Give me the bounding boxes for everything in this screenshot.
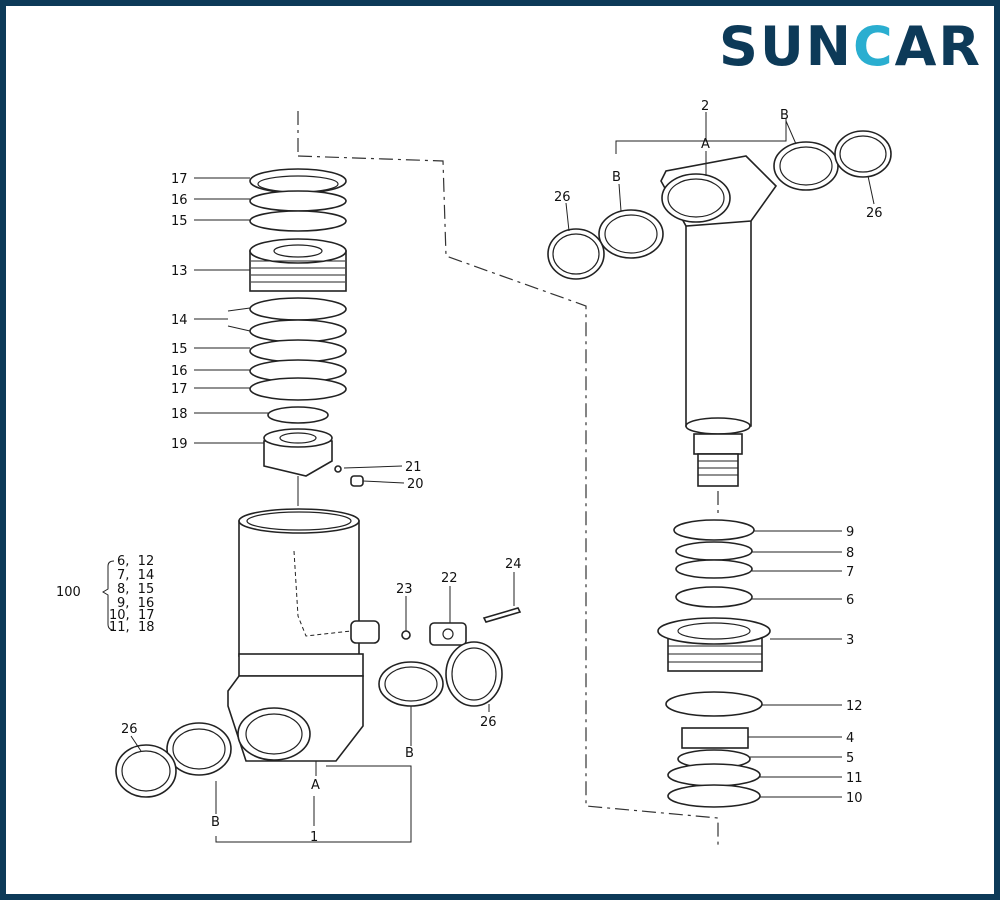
kit-row: 6, 12: [117, 554, 154, 569]
callout: 11: [846, 771, 863, 786]
kit-row: 8, 15: [117, 582, 154, 597]
callout: 12: [846, 699, 863, 714]
callout: 9: [846, 525, 854, 540]
piston-stack: [657, 519, 771, 808]
kit-row: 11, 18: [109, 620, 154, 635]
callout: 15: [171, 342, 188, 357]
callout: 26: [480, 715, 497, 730]
callout: 4: [846, 731, 854, 746]
suncar-logo: SUNCAR: [719, 15, 982, 78]
callout: 7: [846, 565, 854, 580]
callout: 8: [846, 546, 854, 561]
exploded-view: 100 6, 12 7, 14 8, 15 9, 16 10, 17 11, 1…: [56, 99, 892, 846]
callout: B: [405, 746, 414, 761]
callout: B: [612, 170, 621, 185]
callout: 5: [846, 751, 854, 766]
callout: 21: [405, 460, 422, 475]
callout: 20: [407, 477, 424, 492]
callout: 6: [846, 593, 854, 608]
piston-rod: [547, 130, 892, 487]
callout: 13: [171, 264, 188, 279]
assembly-centerline-left: [297, 111, 719, 846]
seal-stack-upper: [249, 168, 364, 487]
cylinder-tube: [115, 508, 522, 798]
callout: 15: [171, 214, 188, 229]
callout: 14: [171, 313, 188, 328]
callout: 19: [171, 437, 188, 452]
callout: 22: [441, 571, 458, 586]
callout: 26: [866, 206, 883, 221]
callout: 2: [701, 99, 709, 114]
callouts-left: 17 16 15 13 14 15 16 17 18 19 21 20 23 2…: [121, 172, 522, 845]
callout: 18: [171, 407, 188, 422]
callout: 16: [171, 364, 188, 379]
leader-lines: [130, 112, 875, 843]
callout: 26: [121, 722, 138, 737]
kit-number: 100: [56, 585, 81, 600]
callout: B: [211, 815, 220, 830]
callout: 26: [554, 190, 571, 205]
callout: 23: [396, 582, 413, 597]
callouts-right: 2 A B B 26 26 9 8 7 6 3 12 4 5 11 10: [554, 99, 883, 806]
callout: A: [311, 778, 320, 793]
callout: 1: [310, 830, 318, 845]
callout: 10: [846, 791, 863, 806]
callout: 24: [505, 557, 522, 572]
kit-row: 7, 14: [117, 568, 154, 583]
callout: 17: [171, 382, 188, 397]
callout: A: [701, 137, 710, 152]
callout: 3: [846, 633, 854, 648]
callout: 17: [171, 172, 188, 187]
kit-row: 10, 17: [109, 608, 154, 623]
callout: B: [780, 108, 789, 123]
kit-row: 9, 16: [117, 596, 154, 611]
callout: 16: [171, 193, 188, 208]
kit-bracket: [102, 560, 115, 631]
